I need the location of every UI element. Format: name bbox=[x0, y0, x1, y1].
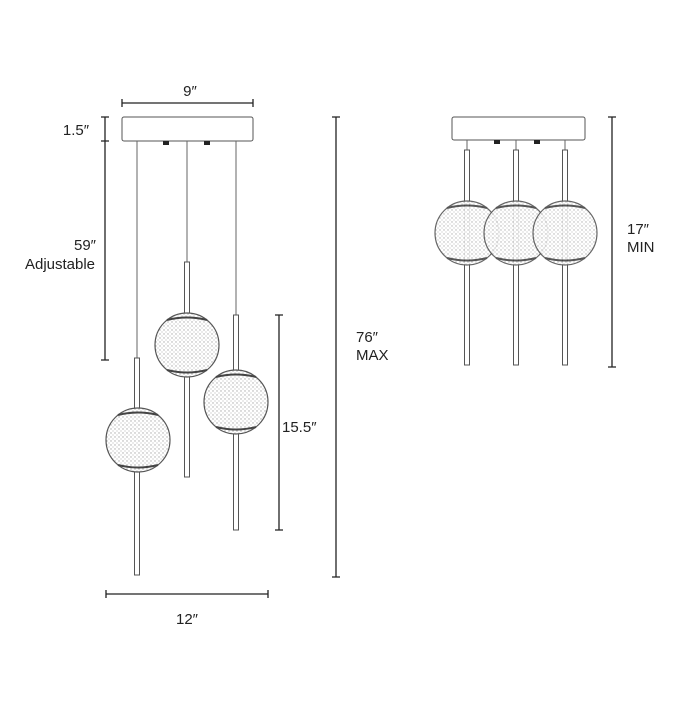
expanded-view: 9″ 1.5″ 59″ Adjustable 76″ MAX 15.5″ 12″ bbox=[25, 83, 389, 628]
dim-max-height: 76″ MAX bbox=[332, 116, 389, 578]
label-min-note: MIN bbox=[627, 239, 655, 256]
dim-pendant-height: 15.5″ bbox=[275, 314, 317, 531]
label-min-height: 17″ bbox=[627, 221, 650, 238]
label-spread-width: 12″ bbox=[176, 611, 199, 628]
dim-cord-length: 59″ Adjustable bbox=[25, 141, 109, 361]
canopy bbox=[121, 116, 254, 142]
pendant-middle bbox=[154, 141, 220, 478]
label-pendant-height: 15.5″ bbox=[282, 419, 317, 436]
canopy-screw bbox=[494, 140, 500, 144]
label-max-height: 76″ bbox=[356, 329, 379, 346]
label-cord-note: Adjustable bbox=[25, 256, 95, 273]
pendant-left bbox=[105, 141, 171, 576]
canopy-screw bbox=[534, 140, 540, 144]
dim-canopy-width: 9″ bbox=[121, 83, 254, 107]
dim-spread-width: 12″ bbox=[105, 590, 269, 628]
dim-canopy-height: 1.5″ bbox=[63, 116, 109, 142]
pendant-middle bbox=[483, 140, 549, 366]
pendant-right bbox=[532, 140, 598, 366]
label-canopy-width: 9″ bbox=[183, 83, 197, 100]
pendant-right bbox=[203, 141, 269, 531]
collapsed-view: 17″ MIN bbox=[434, 116, 655, 368]
label-canopy-height: 1.5″ bbox=[63, 122, 90, 139]
label-cord-length: 59″ bbox=[74, 237, 97, 254]
canopy bbox=[451, 116, 586, 141]
canopy-screw bbox=[204, 141, 210, 145]
dim-min-height: 17″ MIN bbox=[608, 116, 655, 368]
canopy-screw bbox=[163, 141, 169, 145]
pendant-left bbox=[434, 140, 500, 366]
label-max-note: MAX bbox=[356, 347, 389, 364]
